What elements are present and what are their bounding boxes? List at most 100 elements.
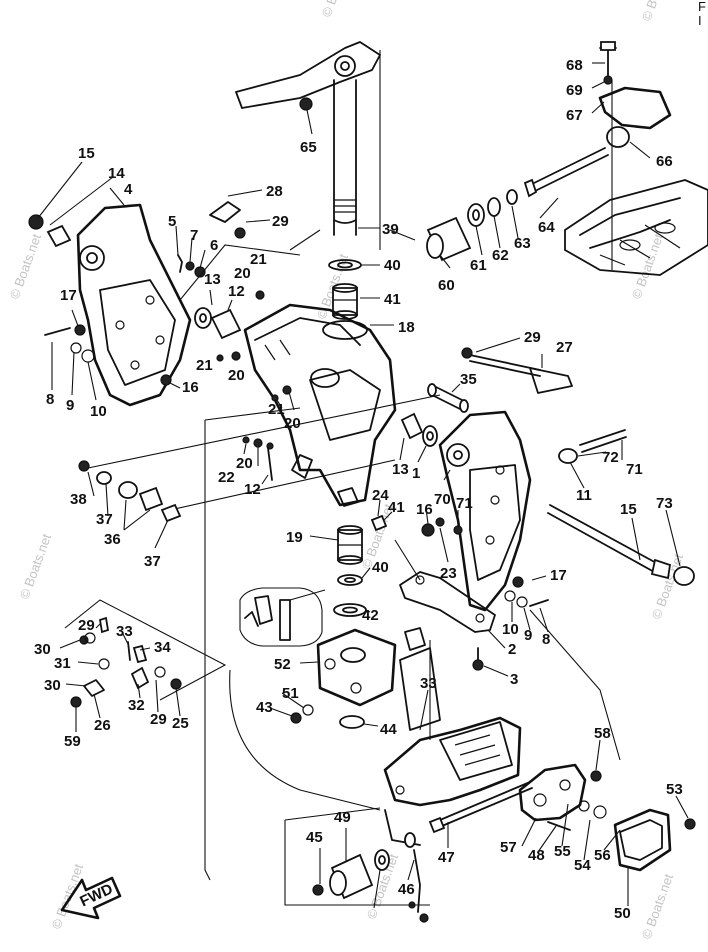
- callout-label: 63: [514, 235, 531, 252]
- callout-label: 13: [392, 461, 409, 478]
- callout-label: 31: [54, 655, 71, 672]
- callout-label: 69: [566, 82, 583, 99]
- callout-label: 53: [666, 781, 683, 798]
- watermark-text: © Boats.net: [629, 232, 667, 302]
- callout-label: 43: [256, 699, 273, 716]
- rod-bushings: [78, 460, 182, 523]
- callout-label: 8: [542, 631, 550, 648]
- callout-label: 29: [150, 711, 167, 728]
- watermark-text: © Boats.net: [639, 872, 677, 942]
- callout-labels: 68 69 67 66 65 64 63 62 61 60 39 40 41 1…: [34, 57, 683, 922]
- callout-label: 1: [412, 465, 420, 482]
- callout-label: 42: [362, 607, 379, 624]
- pin-35: [427, 383, 469, 413]
- callout-label: 15: [78, 145, 95, 162]
- callout-label: 70: [434, 491, 451, 508]
- mount-plate: [564, 179, 708, 276]
- rear-bracket: [518, 763, 696, 872]
- callout-label: 26: [94, 717, 111, 734]
- lower-left-group: [64, 599, 227, 708]
- callout-label: 56: [594, 847, 611, 864]
- left-small-parts: [44, 254, 265, 386]
- plate-2: [399, 571, 496, 671]
- callout-label: 55: [554, 843, 571, 860]
- callout-label: 47: [438, 849, 455, 866]
- callout-label: 29: [272, 213, 289, 230]
- callout-label: 50: [614, 905, 631, 922]
- callout-label: 33: [116, 623, 133, 640]
- callout-label: 73: [656, 495, 673, 512]
- callout-label: 40: [372, 559, 389, 576]
- callout-label: 64: [538, 219, 555, 236]
- callout-label: 68: [566, 57, 583, 74]
- callout-label: 58: [594, 725, 611, 742]
- callout-label: 36: [104, 531, 121, 548]
- callout-label: 11: [576, 487, 592, 504]
- callout-label: 6: [210, 237, 218, 254]
- steering-column: [235, 41, 381, 236]
- callout-label: 44: [380, 721, 397, 738]
- callout-label: 20: [284, 415, 301, 432]
- callout-label: 10: [502, 621, 519, 638]
- callout-label: 2: [508, 641, 516, 658]
- callout-label: 71: [456, 495, 473, 512]
- callout-label: 66: [656, 153, 673, 170]
- callout-label: 45: [306, 829, 323, 846]
- right-bushings: [400, 412, 438, 447]
- callout-label: 15: [620, 501, 637, 518]
- callout-label: 30: [34, 641, 51, 658]
- callout-label: 29: [78, 617, 95, 634]
- callout-label: 27: [556, 339, 573, 356]
- callout-label: 41: [384, 291, 401, 308]
- callout-label: 51: [282, 685, 299, 702]
- callout-label: 17: [60, 287, 77, 304]
- callout-label: 20: [236, 455, 253, 472]
- callout-label: 16: [416, 501, 433, 518]
- callout-label: 57: [500, 839, 517, 856]
- bolt-49: [428, 781, 533, 834]
- callout-label: 54: [574, 857, 591, 874]
- callout-label: 18: [398, 319, 415, 336]
- callout-label: 61: [470, 257, 487, 274]
- tilt-lock-rod: [209, 201, 573, 394]
- callout-label: 52: [274, 656, 291, 673]
- callout-label: 67: [566, 107, 583, 124]
- callout-label: 40: [384, 257, 401, 274]
- upper-bushings: [328, 259, 362, 320]
- callout-label: 25: [172, 715, 189, 732]
- callout-label: 4: [124, 181, 133, 198]
- swivel-housing: [383, 627, 522, 846]
- callout-label: 46: [398, 881, 415, 898]
- callout-label: 12: [244, 481, 261, 498]
- callout-label: 20: [234, 265, 251, 282]
- callout-label: 12: [228, 283, 245, 300]
- callout-label: 39: [382, 221, 399, 238]
- callout-label: 21: [268, 401, 285, 418]
- upper-rubber-mount: [426, 189, 518, 262]
- callout-label: 16: [182, 379, 199, 396]
- callout-label: 29: [524, 329, 541, 346]
- callout-label: 71: [626, 461, 643, 478]
- callout-label: 5: [168, 213, 176, 230]
- watermark-text: © Boats.net: [17, 532, 55, 602]
- callout-label: 34: [154, 639, 171, 656]
- callout-label: 72: [602, 449, 619, 466]
- callout-label: 37: [144, 553, 161, 570]
- top-bracket-assembly: [523, 41, 672, 198]
- callout-label: 60: [438, 277, 455, 294]
- callout-label: 8: [46, 391, 54, 408]
- callout-label: 28: [266, 183, 283, 200]
- callout-label: 17: [550, 567, 567, 584]
- callout-label: 23: [440, 565, 457, 582]
- corner-marks: F I: [698, 0, 706, 28]
- right-small-parts: [370, 429, 627, 608]
- lower-rubber-mount: [312, 832, 429, 923]
- lower-mount: [290, 628, 397, 729]
- callout-label: 19: [286, 529, 303, 546]
- callout-label: 62: [492, 247, 509, 264]
- callout-label: 33: [420, 675, 437, 692]
- callout-label: 32: [128, 697, 145, 714]
- callout-label: 21: [196, 357, 213, 374]
